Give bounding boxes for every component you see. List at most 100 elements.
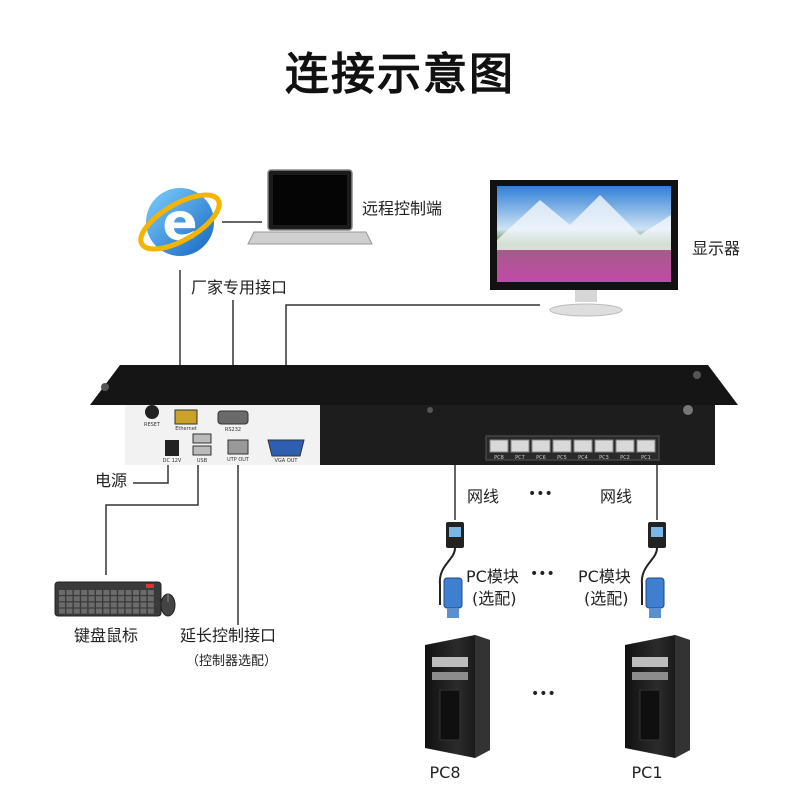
desktop-pc-icon-right: [625, 635, 690, 758]
pc-port-pc1: [636, 439, 656, 453]
keyboard-key: [81, 596, 88, 602]
keyboard-key: [110, 590, 117, 595]
page-title: 连接示意图: [285, 49, 515, 100]
keyboard-key: [125, 602, 132, 608]
keyboard-key: [66, 602, 73, 608]
pc-port-pc4: [573, 439, 593, 453]
keyboard-key: [73, 590, 80, 595]
vga-out-port: [267, 439, 305, 457]
keyboard-key: [110, 608, 117, 614]
pc-port-pc5: [552, 439, 572, 453]
pc-right-label: PC1: [631, 763, 663, 782]
internet-explorer-icon: e: [138, 188, 222, 256]
pc-port-pc8: [489, 439, 509, 453]
dc-label: DC 12V: [163, 458, 182, 464]
extend-port-note: （控制器选配）: [186, 654, 278, 669]
laptop-icon: [247, 169, 373, 245]
pc-port-pc7: [510, 439, 530, 453]
usb-port-1: [192, 433, 212, 444]
keyboard-key: [66, 596, 73, 602]
reset-label: RESET: [144, 422, 161, 428]
pc-port-pc3: [594, 439, 614, 453]
keyboard-key: [103, 590, 110, 595]
keyboard-icon: [54, 581, 162, 617]
factory-port-label: 厂家专用接口: [191, 278, 288, 297]
keyboard-key: [147, 608, 154, 614]
dots-pc: •••: [531, 686, 556, 702]
keyboard-key: [147, 590, 154, 595]
keyboard-key: [140, 608, 147, 614]
keyboard-key: [133, 602, 139, 608]
keyboard-key: [88, 608, 95, 614]
keyboard-key: [59, 590, 65, 595]
keyboard-key: [73, 608, 80, 614]
pc-port-label-pc2: PC2: [620, 455, 630, 461]
pc-port-label-pc3: PC3: [599, 455, 609, 461]
keyboard-key: [125, 608, 132, 614]
keyboard-key: [88, 602, 95, 608]
cable-left-label: 网线: [467, 487, 500, 506]
vga-out-label: VGA OUT: [275, 458, 299, 464]
keyboard-key: [81, 608, 88, 614]
keyboard-key: [59, 608, 65, 614]
pc-port-label-pc4: PC4: [578, 455, 588, 461]
pc-port-pc6: [531, 439, 551, 453]
keyboard-key: [110, 596, 117, 602]
extend-port-label: 延长控制接口: [180, 626, 277, 645]
keyboard-key: [59, 602, 65, 608]
keyboard-key: [110, 602, 117, 608]
display-label: 显示器: [692, 239, 741, 258]
dots-module: •••: [530, 566, 555, 582]
keyboard-key: [96, 596, 102, 602]
utp-out-port: [227, 439, 249, 455]
keyboard-key: [133, 608, 139, 614]
power-line: [133, 462, 169, 484]
module-left-label: PC模块: [466, 567, 519, 586]
keyboard-line: [105, 462, 199, 575]
keyboard-key: [96, 602, 102, 608]
pc-port-label-pc8: PC8: [494, 455, 504, 461]
remote-label: 远程控制端: [362, 199, 443, 218]
desktop-pc-icon-left: [425, 635, 490, 758]
reset-button: [145, 405, 159, 419]
dc-port: [165, 440, 179, 456]
pc-module-icon-right: [640, 522, 666, 618]
utp-out-label: UTP OUT: [227, 457, 250, 463]
usb-label: USB: [197, 458, 208, 464]
keyboard-key: [118, 602, 125, 608]
monitor-icon: [490, 180, 678, 317]
keyboard-key: [125, 590, 132, 595]
pc-module-icon-left: [438, 522, 464, 618]
keyboard-key: [103, 608, 110, 614]
keyboard-key: [103, 602, 110, 608]
rs232-port: [217, 410, 249, 425]
keyboard-key: [118, 596, 125, 602]
keyboard-key: [140, 590, 147, 595]
keyboard-key: [88, 590, 95, 595]
kvm-device: RESET Ethernet RS232 DC 12V USB UTP OUT …: [90, 365, 738, 465]
keyboard-key: [96, 590, 102, 595]
keyboard-key: [66, 608, 73, 614]
ethernet-label: Ethernet: [175, 426, 197, 432]
keyboard-key: [88, 596, 95, 602]
keyboard-mouse-label: 键盘鼠标: [74, 626, 139, 645]
module-right-label: PC模块: [578, 567, 631, 586]
keyboard-key: [73, 596, 80, 602]
mouse-icon: [160, 593, 176, 617]
dots-cable: •••: [528, 486, 553, 502]
keyboard-key: [103, 596, 110, 602]
pc-port-label-pc6: PC6: [536, 455, 546, 461]
keyboard-key: [147, 596, 154, 602]
pc-port-label-pc5: PC5: [557, 455, 567, 461]
ethernet-port: [174, 409, 198, 425]
keyboard-key: [96, 608, 102, 614]
usb-port-2: [192, 445, 212, 456]
keyboard-key: [66, 590, 73, 595]
keyboard-key: [81, 602, 88, 608]
pc-left-label: PC8: [429, 763, 461, 782]
keyboard-key: [133, 590, 139, 595]
pc-port-pc2: [615, 439, 635, 453]
keyboard-key: [147, 602, 154, 608]
